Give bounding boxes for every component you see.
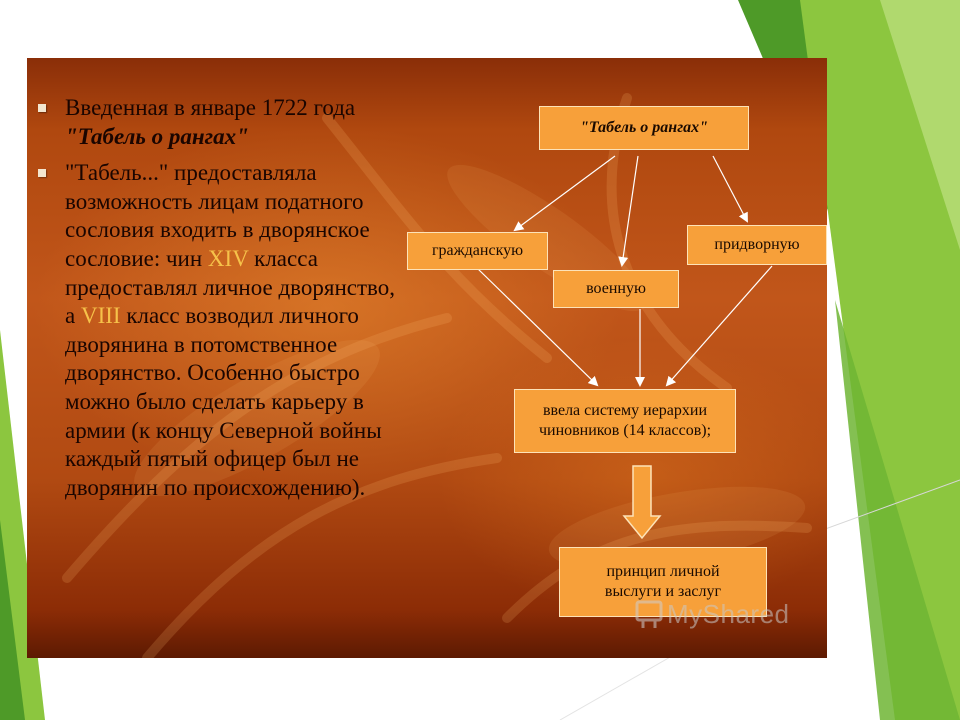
watermark-text: MyShared [667, 598, 790, 629]
system-box: ввела систему иерархии чиновников (14 кл… [514, 389, 736, 453]
bullet-2-text-c: класс возводил личного дворянина в потом… [65, 303, 382, 500]
military-box: военную [553, 270, 679, 308]
court-label: придворную [714, 236, 800, 253]
root-box: "Табель о рангах" [539, 106, 749, 150]
slide-image: Введенная в январе 1722 года "Табель о р… [27, 58, 827, 658]
civil-box: гражданскую [407, 232, 548, 270]
system-line-1: ввела систему иерархии [542, 402, 708, 419]
bullet-2-text-a: "Табель..." предоставляла возможность ли… [65, 160, 370, 271]
civil-label: гражданскую [431, 242, 524, 259]
principle-box: принцип личной выслуги и заслуг [559, 547, 767, 617]
square-bullet-icon [38, 104, 46, 112]
principle-line-2: выслуги и заслуг [604, 583, 722, 600]
watermark-logo-icon [635, 600, 663, 628]
system-line-2: чиновников (14 классов); [538, 422, 712, 439]
root-label: "Табель о рангах" [580, 119, 708, 136]
square-bullet-icon [38, 169, 46, 178]
rank-xiv: XIV [207, 245, 249, 271]
bullet-1-text: Введенная в январе 1722 года [65, 95, 356, 120]
bullet-item-2: "Табель..." предоставляла возможность ли… [35, 159, 395, 502]
bullet-item-1: Введенная в январе 1722 года "Табель о р… [35, 94, 395, 151]
principle-line-1: принцип личной [606, 563, 720, 580]
rank-viii: VIII [80, 303, 121, 329]
military-label: военную [586, 280, 646, 297]
watermark: MyShared [635, 596, 790, 632]
court-box: придворную [687, 225, 827, 265]
bullet-2-text-b: класса предоставлял личное дворянство, а [65, 245, 395, 329]
bullet-list: Введенная в январе 1722 года "Табель о р… [35, 94, 395, 510]
bullet-1-title: "Табель о рангах" [65, 123, 249, 149]
